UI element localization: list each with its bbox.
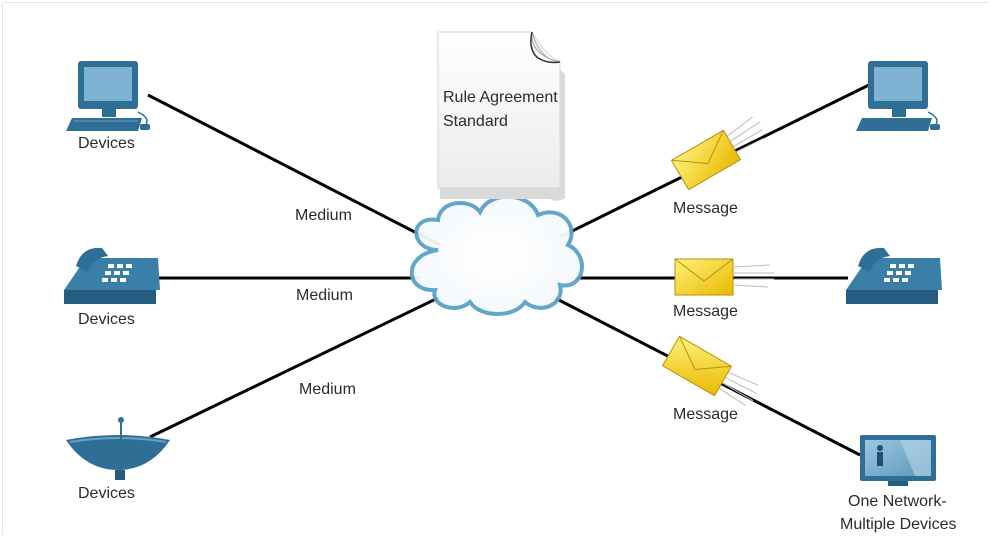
television-icon xyxy=(860,435,936,486)
envelope-icon-1 xyxy=(670,116,764,191)
medium-label-bottom: Medium xyxy=(299,381,356,398)
medium-line-computer xyxy=(147,93,441,247)
satellite-dish-icon xyxy=(66,417,170,480)
message-label-bottom: Message xyxy=(673,406,738,423)
medium-line-dish xyxy=(149,295,441,439)
message-label-middle: Message xyxy=(673,303,738,320)
devices-label-computer: Devices xyxy=(78,135,135,152)
document-icon xyxy=(437,31,565,201)
devices-label-dish: Devices xyxy=(78,485,135,502)
envelope-icon-3 xyxy=(661,335,758,407)
network-label-line2: Multiple Devices xyxy=(840,516,957,533)
telephone-icon-right xyxy=(846,247,942,304)
medium-label-middle: Medium xyxy=(296,287,353,304)
document-text: Rule Agreement Standard xyxy=(443,89,558,130)
network-label-line1: One Network- xyxy=(848,493,947,510)
devices-label-phone: Devices xyxy=(78,311,135,328)
cloud-icon xyxy=(409,194,584,316)
desktop-computer-icon-left xyxy=(66,61,150,131)
medium-label-top: Medium xyxy=(295,207,352,224)
desktop-computer-icon-right xyxy=(856,61,940,131)
envelope-icon-2 xyxy=(674,258,774,296)
message-label-top: Message xyxy=(673,200,738,217)
telephone-icon-left xyxy=(64,247,160,304)
